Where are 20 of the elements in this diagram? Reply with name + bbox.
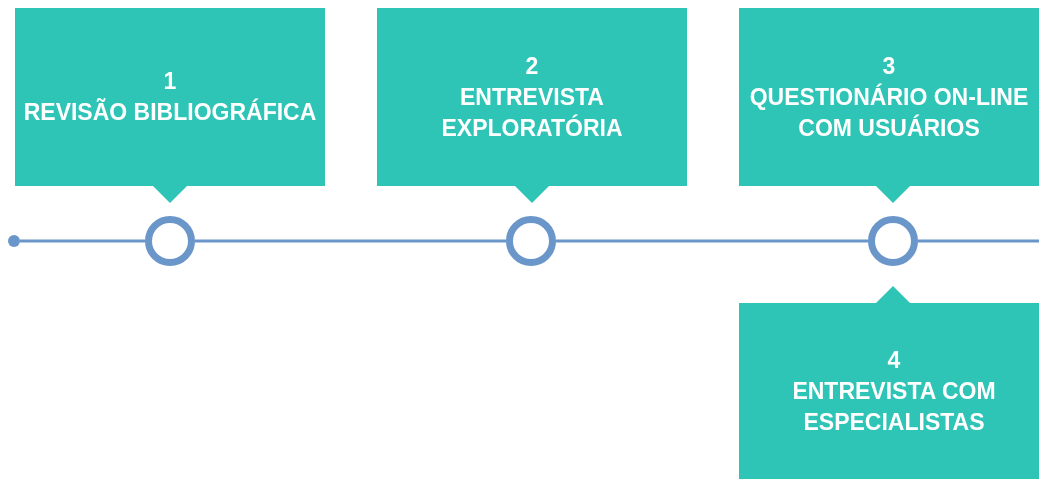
step-number: 2 [525,51,539,81]
step-number: 4 [887,345,901,375]
timeline-circle [506,216,556,266]
timeline-circle [145,216,195,266]
timeline-circle [868,216,918,266]
callout-box [739,286,1039,479]
callout-box [739,8,1039,203]
step-number: 3 [882,51,896,81]
callout-box [377,8,687,203]
timeline-line [20,239,145,243]
step-title: QUESTIONÁRIO ON-LINE COM USUÁRIOS [748,82,1030,143]
timeline-dot [8,235,20,247]
callout-box [15,8,325,203]
timeline-line [556,239,868,243]
timeline-line [195,239,506,243]
step-number: 1 [163,67,177,96]
step-title: REVISÃO BIBLIOGRÁFICA [23,97,317,127]
timeline-line [918,239,1039,243]
step-title: ENTREVISTA COM ESPECIALISTAS [791,376,997,437]
step-title: ENTREVISTA EXPLORATÓRIA [440,82,624,143]
